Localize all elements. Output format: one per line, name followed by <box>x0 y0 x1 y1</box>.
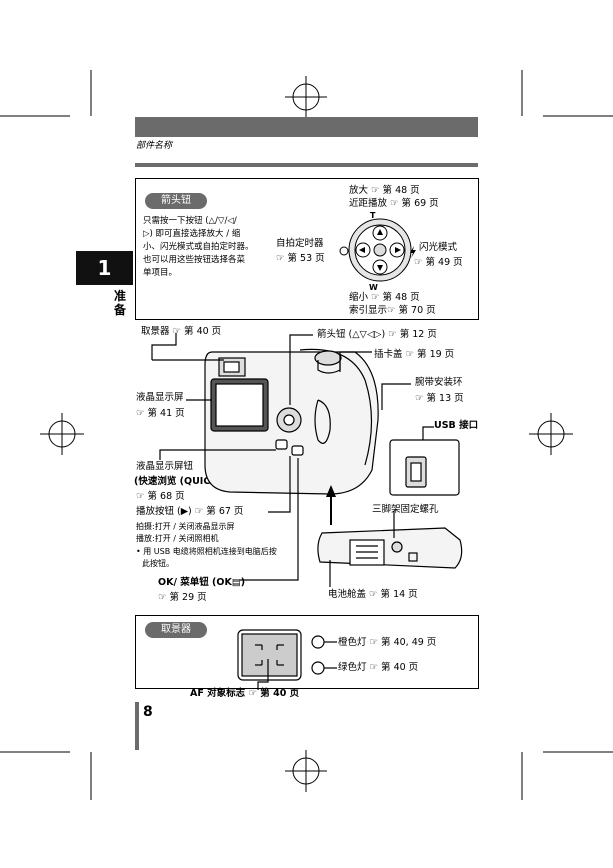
green-lamp-label: 绿色灯 ☞ 第 40 页 <box>338 662 419 673</box>
arrow-desc-3: 小、闪光模式或自拍定时器。 <box>143 242 254 252</box>
strap-eyelet-label: 腕带安装环 <box>415 377 463 388</box>
flash-mode-label: 闪光模式 <box>419 242 458 253</box>
t-label: T <box>370 211 376 220</box>
zoom-in-label: 放大 ☞ 第 48 页 <box>349 185 420 196</box>
self-timer-ref: ☞ 第 53 页 <box>276 253 325 264</box>
af-mark-label: AF 对象标志 ☞ 第 40 页 <box>190 688 300 699</box>
strap-ref: ☞ 第 13 页 <box>415 393 464 404</box>
quick-view-label: (快速浏览 (QUICK VIEW) ▣) <box>134 476 270 487</box>
ok-menu-ref: ☞ 第 29 页 <box>158 592 207 603</box>
arrow-desc-2: ▷) 即可直接选择放大 / 缩 <box>143 229 241 239</box>
ok-menu-label: OK/ 菜单钮 (OK▤) <box>158 577 246 588</box>
battery-cover-label: 电池舱盖 ☞ 第 14 页 <box>328 589 418 600</box>
w-label: W <box>369 283 378 292</box>
shooting-note: 拍摄:打开 / 关闭液晶显示屏 <box>136 522 235 531</box>
arrow-pad-label: 箭头钮 (△▽◁▷) ☞ 第 12 页 <box>317 329 437 340</box>
viewfinder-label: 取景器 ☞ 第 40 页 <box>141 326 222 337</box>
arrow-desc-5: 单项目。 <box>143 268 178 278</box>
page-number: 8 <box>143 704 153 720</box>
chapter-title-1: 准 <box>114 289 127 303</box>
closeup-label: 近距播放 ☞ 第 69 页 <box>349 198 439 209</box>
arrow-desc-1: 只需按一下按钮 (△/▽/◁/ <box>143 216 237 226</box>
usb-note-1: • 用 USB 电缆将照相机连接到电脑后按 <box>136 547 277 556</box>
page-side-bar <box>135 702 139 750</box>
chapter-title-2: 备 <box>114 303 127 317</box>
arrow-button-pill: 箭头钮 <box>145 193 207 209</box>
arrow-desc-4: 也可以用这些按钮选择各菜 <box>143 255 246 265</box>
tripod-label: 三脚架固定螺孔 <box>372 504 439 515</box>
quick-view-ref: ☞ 第 68 页 <box>136 491 185 502</box>
zoom-out-label: 缩小 ☞ 第 48 页 <box>349 292 420 303</box>
orange-lamp-label: 橙色灯 ☞ 第 40, 49 页 <box>338 637 437 648</box>
chapter-tab: 1 <box>76 251 133 285</box>
viewfinder-pill: 取景器 <box>145 622 207 638</box>
card-cover-label: 插卡盖 ☞ 第 19 页 <box>374 349 455 360</box>
lcd-button-label: 液晶显示屏钮 <box>136 461 194 472</box>
self-timer-label: 自拍定时器 <box>276 238 324 249</box>
index-display-label: 索引显示☞ 第 70 页 <box>349 305 436 316</box>
playback-note: 播放:打开 / 关闭照相机 <box>136 534 219 543</box>
usb-note-2: 此按钮。 <box>142 559 174 568</box>
play-button-label: 播放按钮 (▶) ☞ 第 67 页 <box>136 506 244 517</box>
flash-ref: ☞ 第 49 页 <box>414 257 463 268</box>
section-title: 部件名称 <box>136 141 173 151</box>
lcd-label: 液晶显示屏 <box>136 392 184 403</box>
usb-label: USB 接口 <box>434 420 479 431</box>
header-bar <box>135 117 478 137</box>
header-rule <box>135 163 478 167</box>
lcd-ref: ☞ 第 41 页 <box>136 408 185 419</box>
